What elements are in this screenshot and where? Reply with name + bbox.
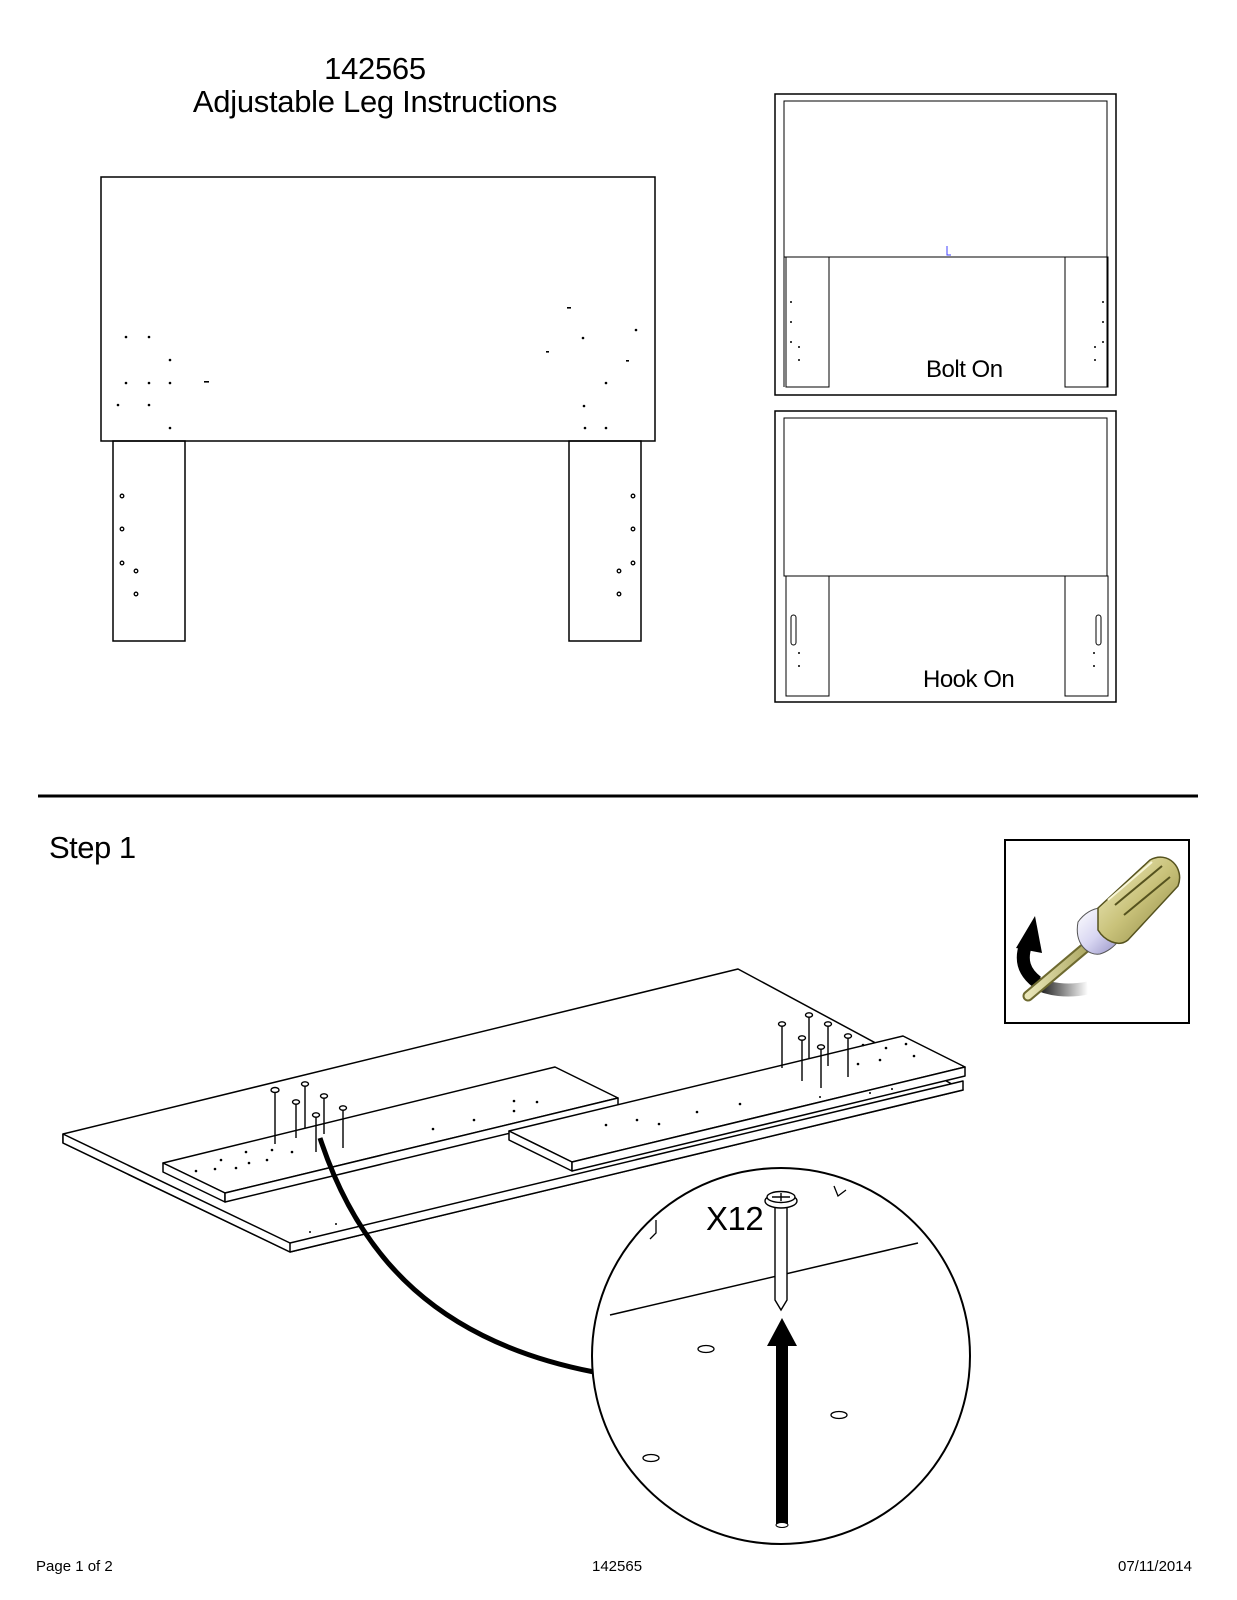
screws-left	[270, 1081, 348, 1152]
right-leg	[568, 440, 642, 642]
headboard-front-view	[100, 176, 656, 642]
callout-connector	[317, 1137, 595, 1375]
footer-page: Page 1 of 2	[36, 1558, 113, 1575]
screw-detail	[764, 1190, 798, 1312]
insert-arrow	[767, 1318, 797, 1528]
left-leg	[112, 440, 186, 642]
panel-holes	[116, 307, 638, 430]
screwdriver-icon	[1004, 839, 1190, 1024]
hook-on-label: Hook On	[923, 666, 1015, 693]
bolt-on-option	[774, 93, 1117, 396]
hook-on-holes	[798, 652, 1095, 667]
footer-product-number: 142565	[592, 1558, 643, 1575]
detail-magnifier	[591, 1167, 971, 1545]
product-number: 142565	[324, 51, 426, 86]
instructions-title: Adjustable Leg Instructions	[192, 84, 558, 119]
leg-holes	[119, 493, 636, 597]
hook-on-option	[774, 410, 1117, 703]
footer-date: 07/11/2014	[1118, 1558, 1192, 1575]
assembly-holes	[194, 1042, 916, 1233]
screws-right	[777, 1012, 853, 1088]
step-label: Step 1	[49, 830, 136, 865]
bolt-on-label: Bolt On	[926, 356, 1003, 383]
quantity-label: X12	[706, 1200, 764, 1237]
bolt-on-holes	[790, 301, 1104, 361]
document-title: 142565 Adjustable Leg Instructions	[150, 52, 600, 118]
headboard-panel	[100, 176, 656, 442]
